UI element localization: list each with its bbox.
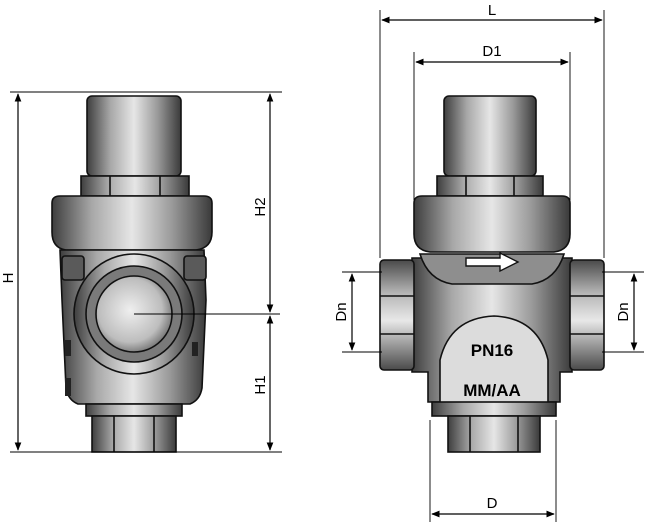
front-dimensions: L D1 Dn Dn D (333, 2, 644, 522)
side-hex-nut (80, 175, 190, 197)
side-cap (86, 95, 182, 177)
front-view: PN16 MM/AA (379, 95, 605, 453)
front-right-union (569, 259, 605, 371)
front-outlet (447, 415, 541, 453)
dim-label-Dn-right: Dn (615, 302, 632, 321)
front-marking-panel (439, 315, 549, 405)
front-cap (443, 95, 537, 177)
dim-label-L: L (488, 2, 496, 19)
pressure-rating-text: PN16 (471, 341, 514, 360)
side-tab-right (192, 342, 198, 356)
side-tab-left (65, 340, 71, 356)
front-left-union (379, 259, 415, 371)
side-tab-left-2 (65, 378, 71, 396)
side-lug-right (183, 255, 207, 281)
front-arrow-band (418, 253, 566, 285)
front-outlet-collar (431, 401, 557, 417)
side-bonnet (51, 195, 213, 251)
flow-direction-arrow (465, 251, 520, 273)
dim-label-H1: H1 (252, 375, 269, 394)
side-dimensions: H H2 H1 (0, 91, 282, 453)
model-text: MM/AA (463, 381, 521, 400)
dim-label-Dn-left: Dn (333, 302, 350, 321)
front-bonnet (413, 195, 571, 253)
side-view (51, 95, 280, 453)
side-outlet-collar (85, 403, 183, 417)
dim-label-D1: D1 (482, 43, 501, 60)
side-outlet (91, 415, 177, 453)
dim-label-H: H (0, 273, 17, 284)
dim-label-D: D (487, 495, 498, 512)
dim-label-H2: H2 (252, 197, 269, 216)
side-lug-left (61, 255, 85, 281)
front-hex-nut (436, 175, 544, 197)
